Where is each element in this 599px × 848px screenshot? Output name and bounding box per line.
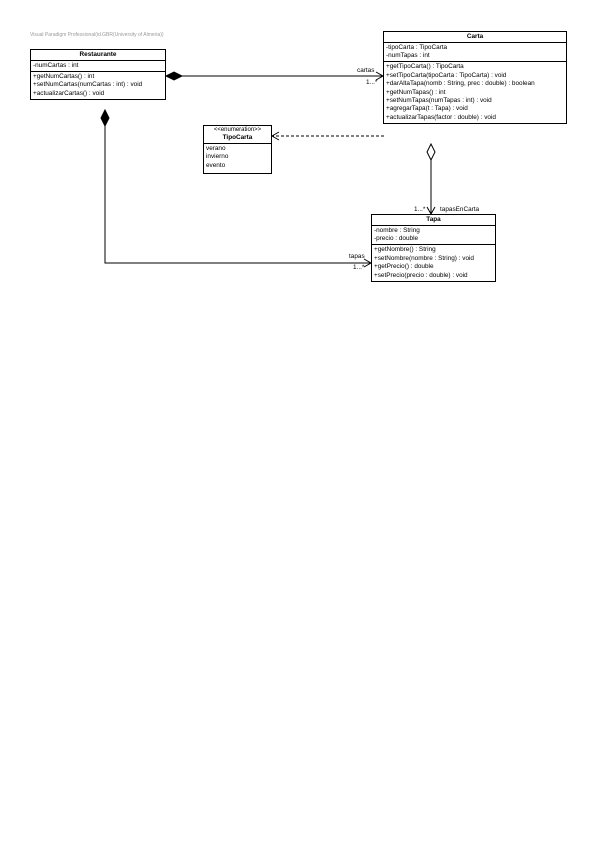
attribute: -precio : double	[374, 235, 419, 243]
composition-diamond-tapas	[100, 108, 110, 128]
operation: +getNumCartas() : int	[33, 73, 95, 81]
multiplicity-label-tapas: 1...*	[353, 264, 365, 271]
attribute: -nombre : String	[374, 226, 420, 234]
attribute: -tipoCarta : TipoCarta	[386, 43, 448, 51]
operation: +getTipoCarta() : TipoCarta	[386, 63, 464, 71]
role-label-cartas: cartas	[357, 67, 375, 74]
literals-section: verano invierno evento	[204, 144, 271, 173]
attributes-section: -nombre : String -precio : double	[372, 226, 495, 246]
operation: +setNombre(nombre : String) : void	[374, 254, 474, 262]
operation: +setTipoCarta(tipoCarta : TipoCarta) : v…	[386, 71, 507, 79]
attribute: -numTapas : int	[386, 52, 430, 60]
watermark: Visual Paradigm Professional(id.GBR(Univ…	[30, 32, 164, 38]
stereotype: <<enumeration>>	[213, 127, 262, 133]
class-header: <<enumeration>> TipoCarta	[204, 126, 271, 144]
enum-literal: invierno	[206, 153, 229, 161]
class-tapa[interactable]: Tapa -nombre : String -precio : double +…	[371, 214, 496, 283]
operation: +darAltaTapa(nomb : String, prec : doubl…	[386, 80, 535, 88]
operation: +actualizarCartas() : void	[33, 89, 105, 97]
operation: +setNumCartas(numCartas : int) : void	[33, 81, 143, 89]
attributes-section: -tipoCarta : TipoCarta -numTapas : int	[384, 43, 566, 63]
operation: +getPrecio() : double	[374, 263, 434, 271]
class-name: Carta	[384, 32, 566, 43]
operation: +getNumTapas() : int	[386, 88, 446, 96]
class-name: TipoCarta	[222, 134, 253, 142]
multiplicity-label-tapasencarta: 1...*	[414, 206, 426, 213]
operations-section: +getNumCartas() : int +setNumCartas(numC…	[31, 72, 165, 99]
enum-literal: verano	[206, 144, 226, 152]
operation: +getNombre() : String	[374, 246, 436, 254]
attribute: -numCartas : int	[33, 61, 79, 69]
aggregation-diamond-tapasencarta	[426, 142, 436, 162]
operation: +agregarTapa(t : Tapa) : void	[386, 105, 468, 113]
dependency-arrow-head	[270, 131, 280, 141]
role-label-tapas: tapas	[349, 253, 365, 260]
composition-diamond-cartas	[164, 71, 184, 81]
class-name: Tapa	[372, 215, 495, 226]
enum-literal: evento	[206, 161, 226, 169]
operation: +actualizarTapas(factor : double) : void	[386, 113, 496, 121]
class-name: Restaurante	[31, 50, 165, 61]
operations-section: +getTipoCarta() : TipoCarta +setTipoCart…	[384, 62, 566, 123]
multiplicity-label-cartas: 1...*	[366, 79, 378, 86]
attributes-section: -numCartas : int	[31, 61, 165, 73]
association-line-tapas	[104, 126, 371, 264]
enum-tipocarta[interactable]: <<enumeration>> TipoCarta verano inviern…	[203, 125, 272, 175]
operations-section: +getNombre() : String +setNombre(nombre …	[372, 245, 495, 281]
operation: +setNumTapas(numTapas : int) : void	[386, 97, 492, 105]
class-carta[interactable]: Carta -tipoCarta : TipoCarta -numTapas :…	[383, 31, 567, 125]
role-label-tapasencarta: tapasEnCarta	[440, 206, 480, 213]
operation: +setPrecio(precio : double) : void	[374, 271, 468, 279]
class-restaurante[interactable]: Restaurante -numCartas : int +getNumCart…	[30, 49, 166, 101]
